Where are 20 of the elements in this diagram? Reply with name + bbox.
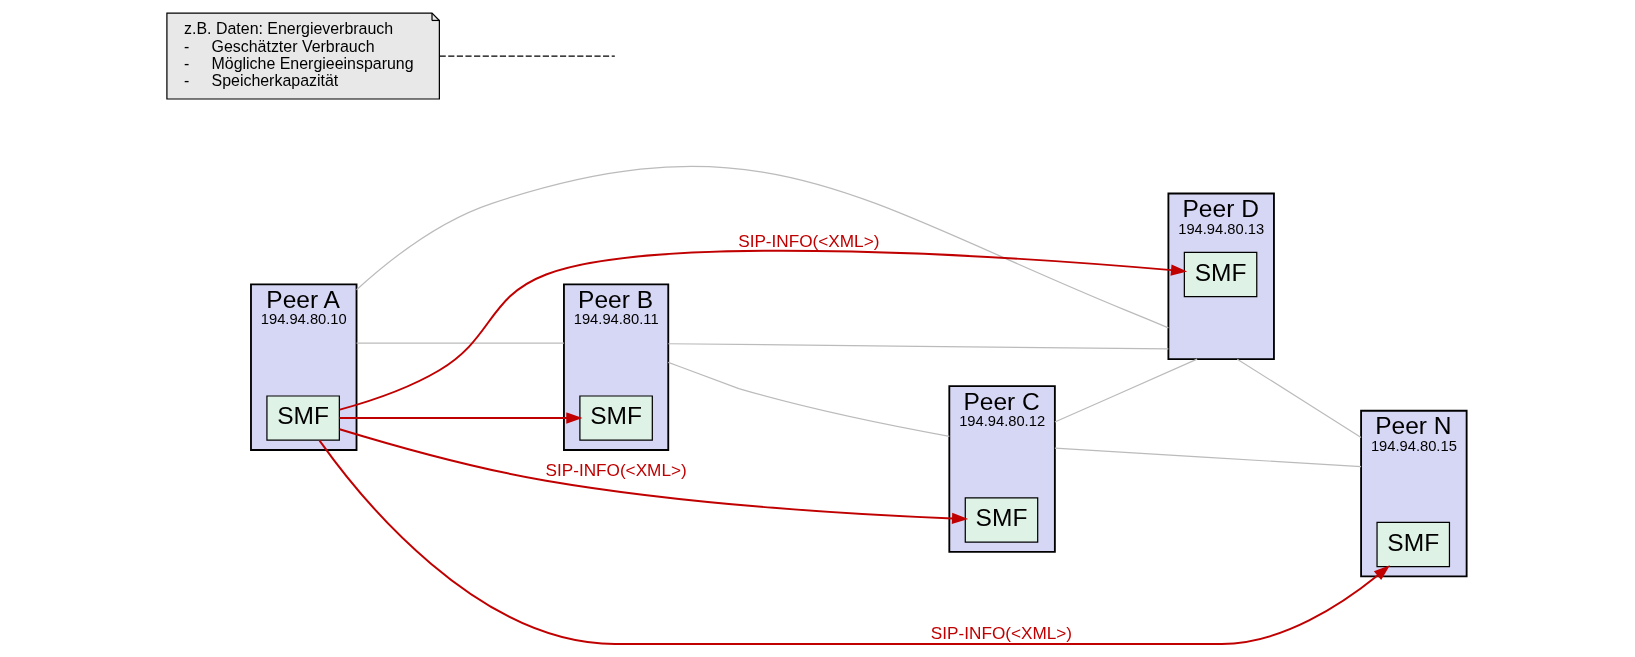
arrow (337, 412, 582, 424)
arrow (338, 428, 968, 525)
edge-label: SIP-INFO(<XML>) (545, 460, 687, 481)
edge-label: SIP-INFO(<XML>) (737, 230, 879, 251)
arrow (318, 439, 1390, 645)
node-box: SMF (578, 395, 653, 441)
node-box: SMF (1183, 251, 1257, 298)
arrow (338, 249, 1187, 411)
connector (355, 166, 1169, 329)
connector (1053, 358, 1198, 423)
node-box: SMF (1375, 521, 1450, 568)
connector (438, 55, 615, 57)
connector (355, 342, 565, 344)
connector (667, 361, 950, 437)
connector (1053, 447, 1362, 468)
node-box: SMF (265, 395, 340, 441)
edge-label: SIP-INFO(<XML>) (930, 623, 1072, 644)
connector (667, 343, 1169, 350)
node-box: SMF (964, 497, 1038, 543)
connector (1236, 358, 1362, 439)
